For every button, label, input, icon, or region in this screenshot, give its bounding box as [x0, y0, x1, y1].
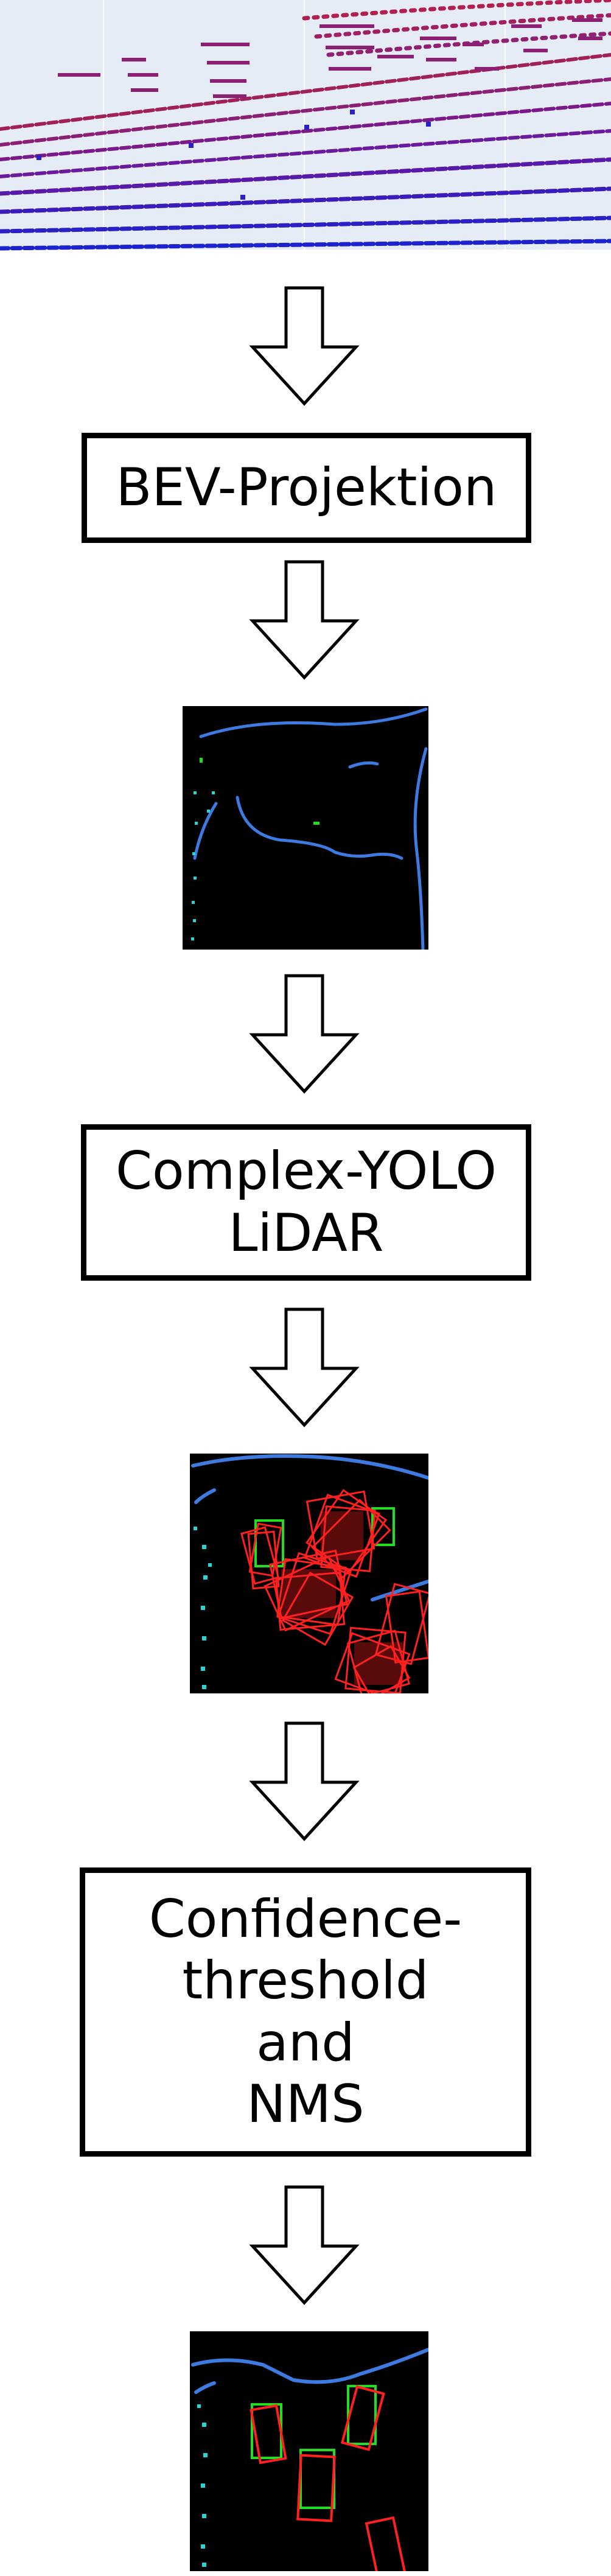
- raw-detections-panel: [190, 1454, 428, 1693]
- down-arrow-icon: [249, 286, 360, 406]
- down-arrow-icon: [249, 974, 360, 1094]
- bev-image: [183, 706, 428, 950]
- bev-projection-box: BEV-Projektion: [82, 433, 531, 543]
- and-label: and: [256, 2012, 355, 2073]
- raw-detections-image: [190, 1454, 428, 1693]
- complex-yolo-box: Complex-YOLO LiDAR: [81, 1124, 531, 1281]
- threshold-label: threshold: [182, 1950, 429, 2012]
- final-detections-panel: [190, 2331, 428, 2571]
- final-detections-image: [190, 2331, 428, 2571]
- lidar-pointcloud-image: [0, 0, 611, 259]
- bev-image-panel: [183, 706, 428, 950]
- bev-projection-label: BEV-Projektion: [116, 457, 497, 518]
- down-arrow-icon: [249, 560, 360, 680]
- down-arrow-icon: [249, 2185, 360, 2305]
- confidence-label: Confidence-: [148, 1888, 463, 1950]
- confidence-nms-box: Confidence- threshold and NMS: [80, 1867, 531, 2157]
- down-arrow-icon: [249, 1307, 360, 1427]
- lidar-label: LiDAR: [228, 1202, 384, 1264]
- lidar-pointcloud-panel: [0, 0, 611, 259]
- complex-yolo-label: Complex-YOLO: [115, 1141, 497, 1202]
- nms-label: NMS: [246, 2073, 365, 2135]
- down-arrow-icon: [249, 1721, 360, 1841]
